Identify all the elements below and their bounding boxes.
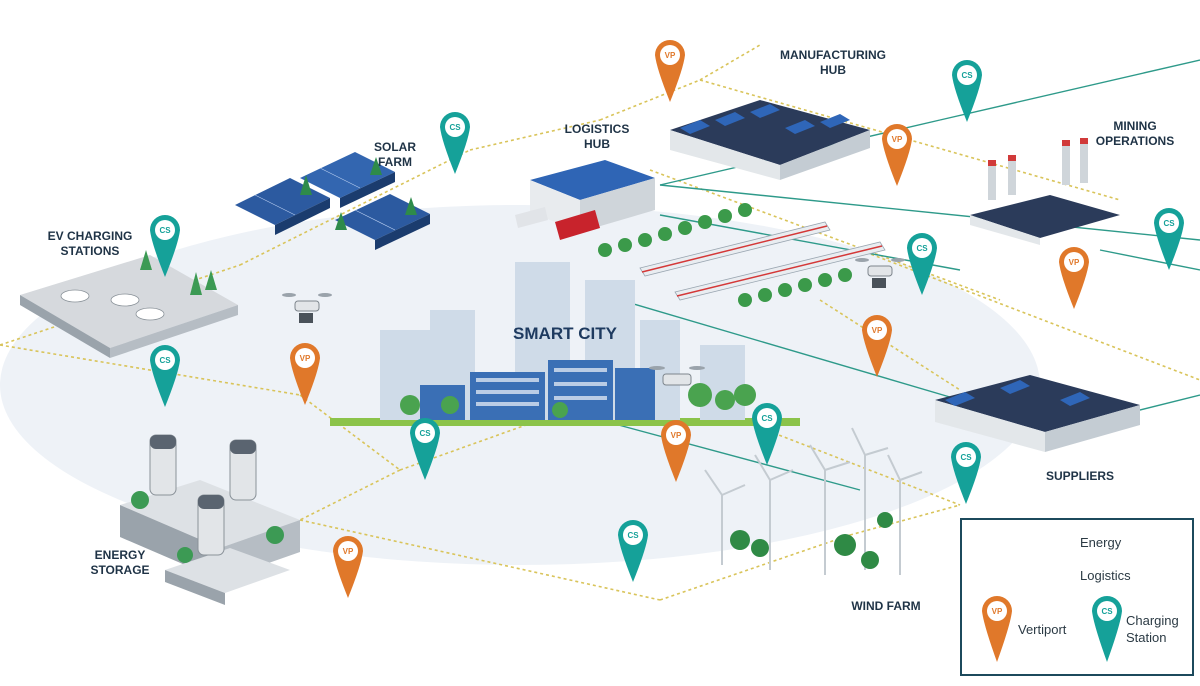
- legend-charging-station-label: Charging Station: [1126, 613, 1179, 645]
- ev-charging-stations-label: EV CHARGING STATIONS: [47, 229, 133, 258]
- ev-charging-stations: [20, 250, 238, 358]
- manufacturing-hub: [670, 100, 870, 180]
- charging-station-pin-icon: CS: [952, 59, 982, 122]
- charging-station-pin-icon: CS: [1154, 208, 1184, 270]
- legend-vertiport-pin-icon: VP: [982, 596, 1012, 662]
- suppliers: [935, 375, 1140, 452]
- tree-row: [598, 203, 852, 307]
- legend-vertiport-label: Vertiport: [1018, 622, 1067, 637]
- legend: Energy Logistics VP Vertiport CS Chargin…: [960, 518, 1194, 676]
- vertiport-pin-icon: VP: [290, 343, 320, 405]
- charging-station-pin-code: CS: [960, 453, 972, 462]
- legend-logistics-label: Logistics: [1080, 568, 1131, 583]
- vertiport-pin-code: VP: [1069, 258, 1080, 267]
- charging-station-pin-icon: CS: [951, 442, 981, 504]
- legend-energy-label: Energy: [1080, 535, 1122, 550]
- vertiport-pin-code: VP: [892, 135, 903, 144]
- battery-icon: [149, 434, 257, 556]
- energy-storage-label: ENERGY STORAGE: [90, 548, 150, 577]
- wind-turbine-icon: [704, 427, 923, 575]
- wind-farm-label: WIND FARM: [851, 599, 921, 613]
- suppliers-label: SUPPLIERS: [1045, 469, 1114, 483]
- legend-pin-code: CS: [1101, 607, 1113, 616]
- charging-station-pin-code: CS: [627, 531, 639, 540]
- vertiport-pin-icon: VP: [882, 124, 912, 186]
- solar-farm: [235, 152, 430, 250]
- vertiport-pin-code: VP: [300, 354, 311, 363]
- charging-station-pin-icon: CS: [907, 233, 937, 295]
- wind-farm-trees: [730, 512, 893, 569]
- charging-station-pin-icon: CS: [150, 215, 180, 277]
- mining-operations-label: MINING OPERATIONS: [1095, 119, 1175, 148]
- vertiport-pin-code: VP: [671, 431, 682, 440]
- charging-station-pin-code: CS: [761, 414, 773, 423]
- legend-pin-code: VP: [992, 607, 1003, 616]
- logistics-hub: [515, 160, 655, 240]
- charging-station-pin-icon: CS: [150, 345, 180, 407]
- charging-station-pin-code: CS: [419, 429, 431, 438]
- legend-charging-station-pin-icon: CS: [1092, 596, 1122, 662]
- charging-station-pin-icon: CS: [752, 403, 782, 465]
- vertiport-pin-icon: VP: [333, 536, 363, 598]
- charging-station-pin-code: CS: [449, 123, 461, 132]
- energy-storage: [120, 434, 300, 605]
- factory-icon: [670, 100, 870, 180]
- charging-station-pin-icon: CS: [618, 520, 648, 582]
- drone-icon: [282, 258, 905, 386]
- vertiport-pin-icon: VP: [1059, 247, 1089, 309]
- manufacturing-hub-label: MANUFACTURING HUB: [780, 48, 886, 77]
- truck-icon: [515, 207, 600, 240]
- vertiport-pin-icon: VP: [661, 420, 691, 482]
- vertiport-pin-icon: VP: [862, 315, 892, 377]
- vertiport-pin-code: VP: [872, 326, 883, 335]
- car-icon: [60, 289, 165, 321]
- charging-station-pin-code: CS: [961, 71, 973, 80]
- map-pins: VP VP VP VP VP VP VP CS CS CS CS CS CS CS CS CS CS: [150, 40, 1184, 598]
- smart-city-label: SMART CITY: [513, 324, 617, 343]
- charging-station-pin-code: CS: [916, 244, 928, 253]
- mining-operations: [970, 138, 1120, 245]
- charging-station-pin-code: CS: [159, 356, 171, 365]
- charging-station-pin-icon: CS: [440, 112, 470, 174]
- vertiport-pin-code: VP: [343, 547, 354, 556]
- charging-station-pin-code: CS: [159, 226, 171, 235]
- tree-icon: [300, 157, 417, 230]
- smart-city-skyline: [330, 262, 800, 426]
- charging-station-pin-icon: CS: [410, 418, 440, 480]
- vertiport-pin-icon: VP: [655, 40, 685, 102]
- logistics-hub-label: LOGISTICS HUB: [564, 122, 630, 151]
- charging-station-pin-code: CS: [1163, 219, 1175, 228]
- solar-farm-label: SOLAR FARM: [374, 140, 416, 169]
- vertiport-pin-code: VP: [665, 51, 676, 60]
- train-icon: [639, 221, 886, 301]
